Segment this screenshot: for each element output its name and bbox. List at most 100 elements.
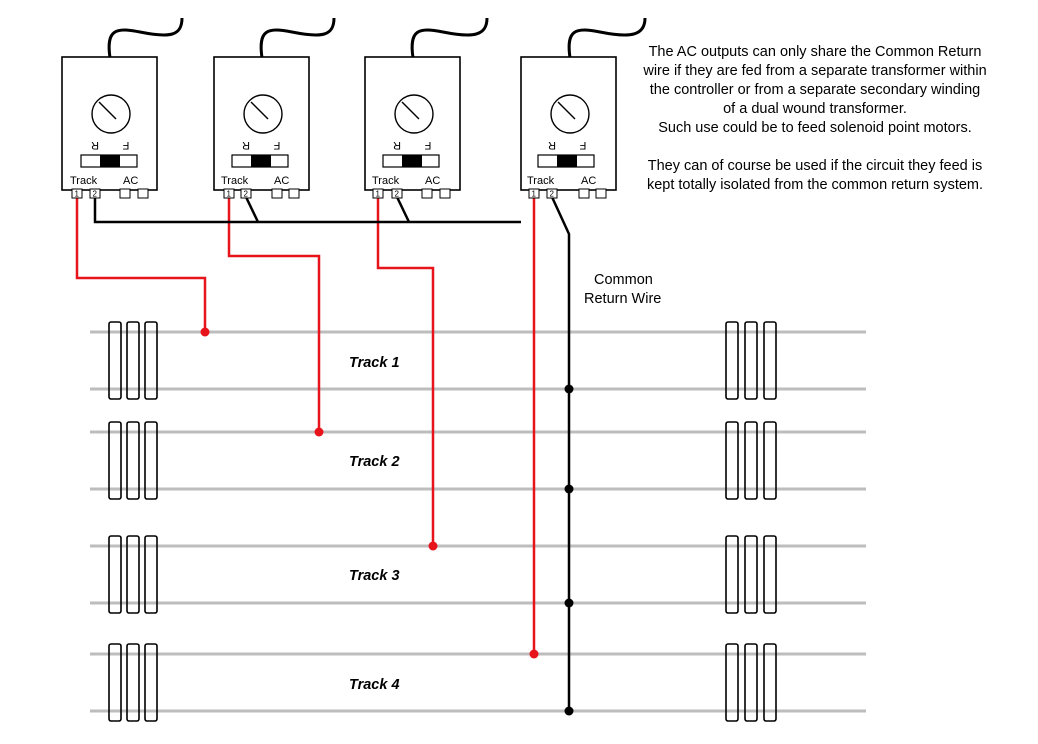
note-line-1: The AC outputs can only share the Common… <box>649 44 982 60</box>
return-junction-track-4 <box>564 706 574 716</box>
sleepers-left <box>108 321 158 400</box>
track-output-label: Track <box>221 175 249 187</box>
return-junction-track-3 <box>564 598 574 608</box>
sleepers-left <box>108 643 158 722</box>
track-3: Track 3 <box>90 535 866 614</box>
switch-slider <box>402 155 422 167</box>
ac-terminal-2 <box>595 188 607 199</box>
switch-label-r: R <box>393 139 401 151</box>
return-bus <box>550 196 571 711</box>
ac-terminal-1 <box>271 188 283 199</box>
feed-junction-track-2 <box>314 427 324 437</box>
track-4-label: Track 4 <box>349 677 400 693</box>
sleepers-left <box>108 535 158 614</box>
switch-label-f: F <box>122 139 129 151</box>
feed-junctions <box>200 327 539 659</box>
ac-output-label: AC <box>123 175 138 187</box>
note-line-3: the controller or from a separate second… <box>650 82 980 98</box>
feed-junction-track-4 <box>529 649 539 659</box>
return-junction-track-2 <box>564 484 574 494</box>
sleepers-right <box>725 643 777 722</box>
track-1-label: Track 1 <box>349 355 400 371</box>
track-3-label: Track 3 <box>349 568 400 584</box>
terminal-1-number: 1 <box>376 190 381 199</box>
terminal-2-number: 2 <box>550 190 555 199</box>
track-4: Track 4 <box>90 643 866 722</box>
terminal-2 <box>240 188 252 199</box>
explanatory-note: The AC outputs can only share the Common… <box>642 44 986 193</box>
switch-label-r: R <box>242 139 250 151</box>
switch-label-r: R <box>548 139 556 151</box>
switch-label-f: F <box>273 139 280 151</box>
feed-wire-track-1 <box>75 197 207 332</box>
power-cable <box>107 17 184 59</box>
controller-2: R F Track AC 1 2 <box>213 17 336 199</box>
controller-4: R F Track AC 1 2 <box>520 17 647 199</box>
terminal-2 <box>391 188 403 199</box>
power-cable <box>567 17 647 59</box>
common-return-label-line2: Return Wire <box>584 291 661 307</box>
switch-slider <box>557 155 577 167</box>
track-output-label: Track <box>70 175 98 187</box>
ac-terminal-1 <box>578 188 590 199</box>
switch-slider <box>100 155 120 167</box>
ac-terminal-2 <box>288 188 300 199</box>
feed-wire-track-3 <box>376 197 435 546</box>
ac-output-label: AC <box>581 175 596 187</box>
ac-output-label: AC <box>425 175 440 187</box>
return-link-3 <box>395 196 411 223</box>
knob-pointer <box>250 101 269 120</box>
terminal-1 <box>223 188 235 199</box>
terminal-1-number: 1 <box>75 190 80 199</box>
track-output-label: Track <box>372 175 400 187</box>
switch-label-f: F <box>579 139 586 151</box>
terminal-2-number: 2 <box>244 190 249 199</box>
ac-output-label: AC <box>274 175 289 187</box>
knob-pointer <box>98 101 117 120</box>
terminal-1 <box>71 188 83 199</box>
ac-terminal-2 <box>137 188 149 199</box>
note-line-4: of a dual wound transformer. <box>723 101 907 117</box>
note-line-5: Such use could be to feed solenoid point… <box>658 120 972 136</box>
note-line-7: They can of course be used if the circui… <box>648 158 982 174</box>
knob-pointer <box>557 101 576 120</box>
switch-slider <box>251 155 271 167</box>
knob-pointer <box>401 101 420 120</box>
sleepers-right <box>725 321 777 400</box>
switch-label-r: R <box>91 139 99 151</box>
feed-junction-track-1 <box>200 327 210 337</box>
tracks: Track 1 Track 2 <box>90 321 866 722</box>
track-1: Track 1 <box>90 321 866 400</box>
switch-label-f: F <box>424 139 431 151</box>
controller-1: R F Track AC 1 2 <box>61 17 184 199</box>
terminal-1-number: 1 <box>227 190 232 199</box>
terminal-2-number: 2 <box>395 190 400 199</box>
sleepers-left <box>108 421 158 500</box>
terminal-2 <box>89 188 101 199</box>
return-junction-track-1 <box>564 384 574 394</box>
terminal-2 <box>546 188 558 199</box>
terminal-2-number: 2 <box>93 190 98 199</box>
return-link-1 <box>93 197 521 224</box>
ac-terminal-1 <box>119 188 131 199</box>
track-2-label: Track 2 <box>349 454 400 470</box>
note-line-8: kept totally isolated from the common re… <box>647 177 983 193</box>
terminal-1-number: 1 <box>532 190 537 199</box>
track-output-label: Track <box>527 175 555 187</box>
common-return-label-line1: Common <box>594 272 653 288</box>
common-return-wire <box>93 196 571 711</box>
note-line-2: wire if they are fed from a separate tra… <box>642 63 986 79</box>
controller-3: R F Track AC 1 2 <box>364 17 489 199</box>
track-2: Track 2 <box>90 421 866 500</box>
terminal-1 <box>528 188 540 199</box>
sleepers-right <box>725 535 777 614</box>
feed-wires <box>75 197 536 654</box>
ac-terminal-2 <box>439 188 451 199</box>
terminal-1 <box>372 188 384 199</box>
return-link-2 <box>244 196 260 223</box>
return-junctions <box>564 384 574 716</box>
ac-terminal-1 <box>421 188 433 199</box>
sleepers-right <box>725 421 777 500</box>
power-cable <box>259 17 336 59</box>
